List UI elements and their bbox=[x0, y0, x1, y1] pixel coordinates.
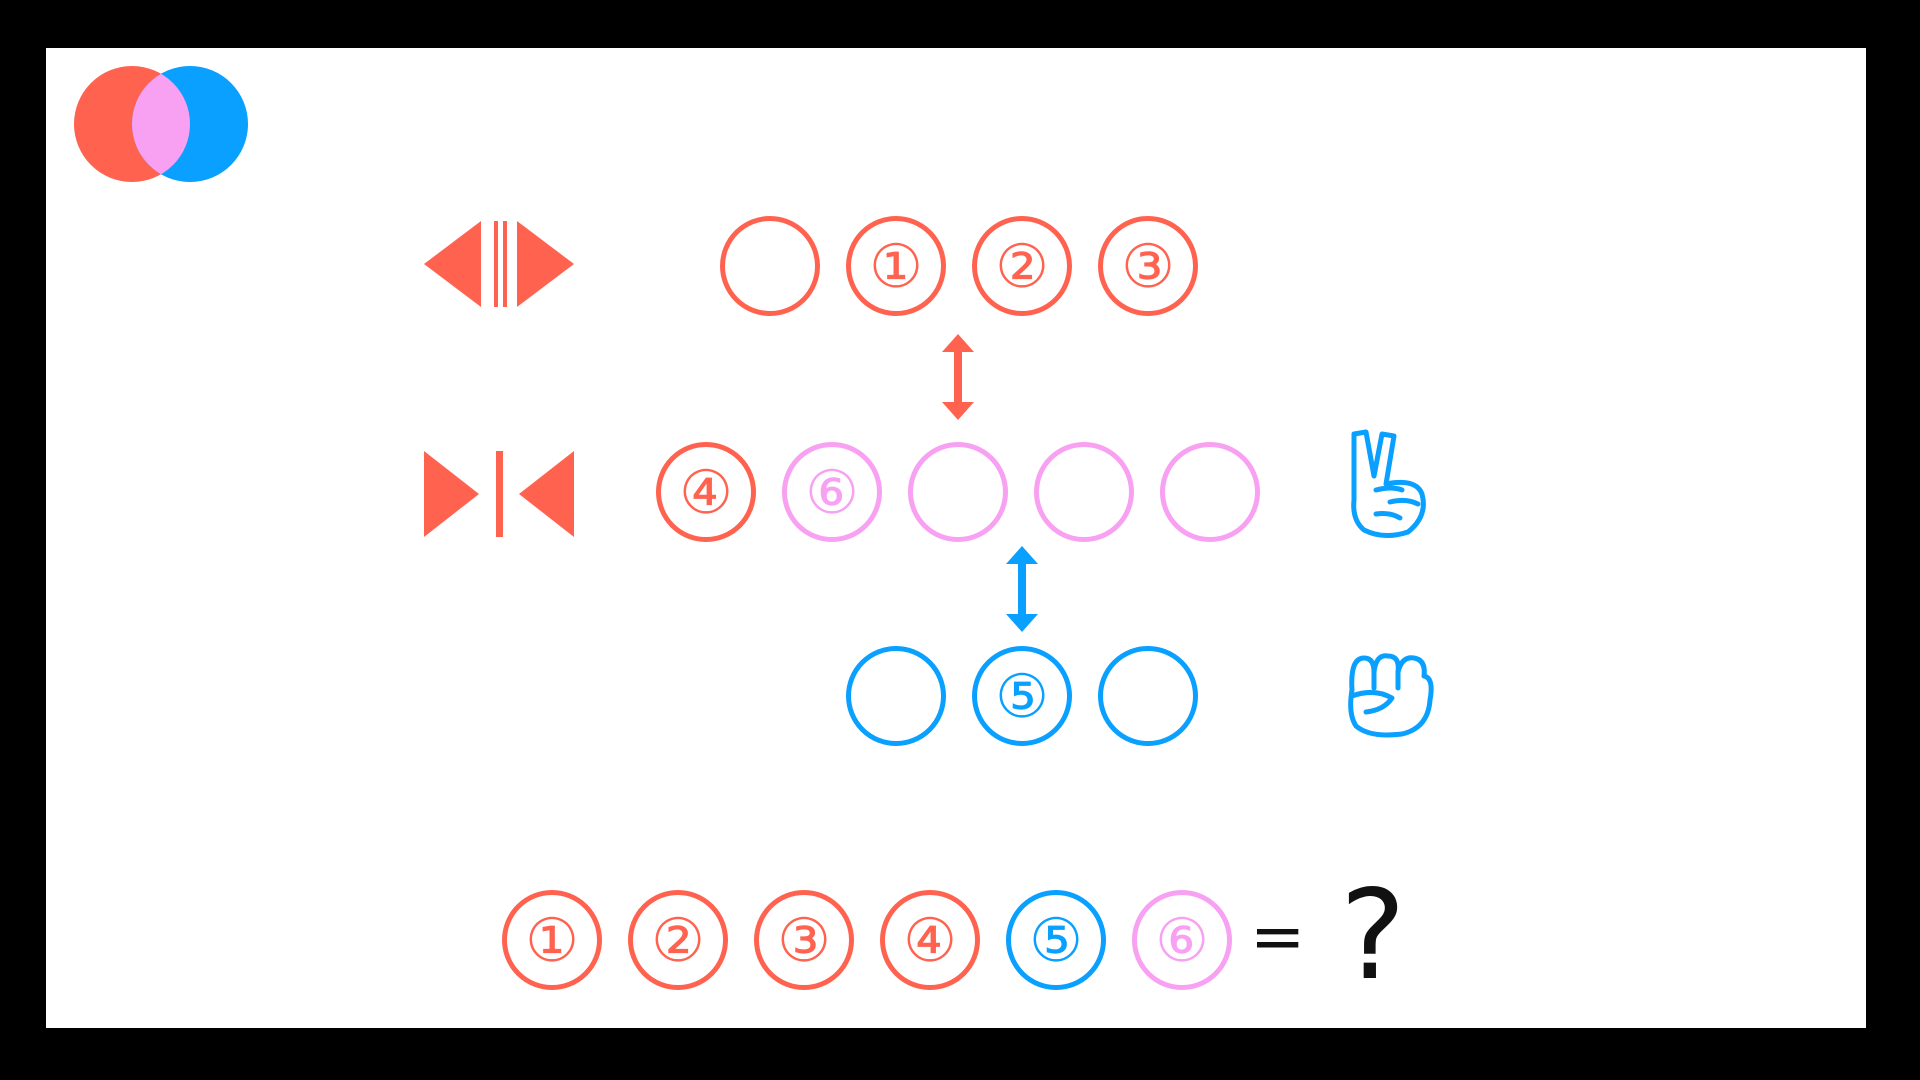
equation-term-3: ③ bbox=[754, 890, 854, 990]
puzzle-board: ① ② ③ ④ ⑥ bbox=[46, 48, 1866, 1028]
venn-diagram-icon bbox=[74, 66, 248, 182]
slot-label: ① bbox=[869, 232, 923, 302]
up-down-arrow-icon bbox=[1006, 546, 1038, 632]
slot-middle-2[interactable]: ⑥ bbox=[782, 442, 882, 542]
slot-label: ④ bbox=[679, 458, 733, 528]
slot-top-1[interactable] bbox=[720, 216, 820, 316]
mirror-outward-icon bbox=[424, 221, 574, 307]
slot-bottom-1[interactable] bbox=[846, 646, 946, 746]
slot-top-2[interactable]: ① bbox=[846, 216, 946, 316]
slot-label: ⑤ bbox=[995, 662, 1049, 732]
term-label: ④ bbox=[903, 906, 957, 976]
term-label: ⑥ bbox=[1155, 906, 1209, 976]
raised-fist-icon bbox=[1348, 653, 1434, 738]
mirror-inward-icon bbox=[424, 451, 574, 537]
answer-question-mark[interactable]: ? bbox=[1340, 864, 1406, 1008]
victory-hand-icon bbox=[1351, 429, 1426, 538]
slot-middle-3[interactable] bbox=[908, 442, 1008, 542]
slot-top-4[interactable]: ③ bbox=[1098, 216, 1198, 316]
slot-label: ⑥ bbox=[805, 458, 859, 528]
up-down-arrow-icon bbox=[942, 334, 974, 420]
term-label: ③ bbox=[777, 906, 831, 976]
term-label: ② bbox=[651, 906, 705, 976]
slot-bottom-2[interactable]: ⑤ bbox=[972, 646, 1072, 746]
equation-term-4: ④ bbox=[880, 890, 980, 990]
slot-middle-1[interactable]: ④ bbox=[656, 442, 756, 542]
equals-sign: = bbox=[1250, 898, 1306, 975]
equation-term-2: ② bbox=[628, 890, 728, 990]
slot-middle-5[interactable] bbox=[1160, 442, 1260, 542]
equation-term-1: ① bbox=[502, 890, 602, 990]
slot-label: ③ bbox=[1121, 232, 1175, 302]
slot-middle-4[interactable] bbox=[1034, 442, 1134, 542]
equation-term-5: ⑤ bbox=[1006, 890, 1106, 990]
slot-label: ② bbox=[995, 232, 1049, 302]
term-label: ① bbox=[525, 906, 579, 976]
term-label: ⑤ bbox=[1029, 906, 1083, 976]
slot-top-3[interactable]: ② bbox=[972, 216, 1072, 316]
slot-bottom-3[interactable] bbox=[1098, 646, 1198, 746]
equation-term-6: ⑥ bbox=[1132, 890, 1232, 990]
